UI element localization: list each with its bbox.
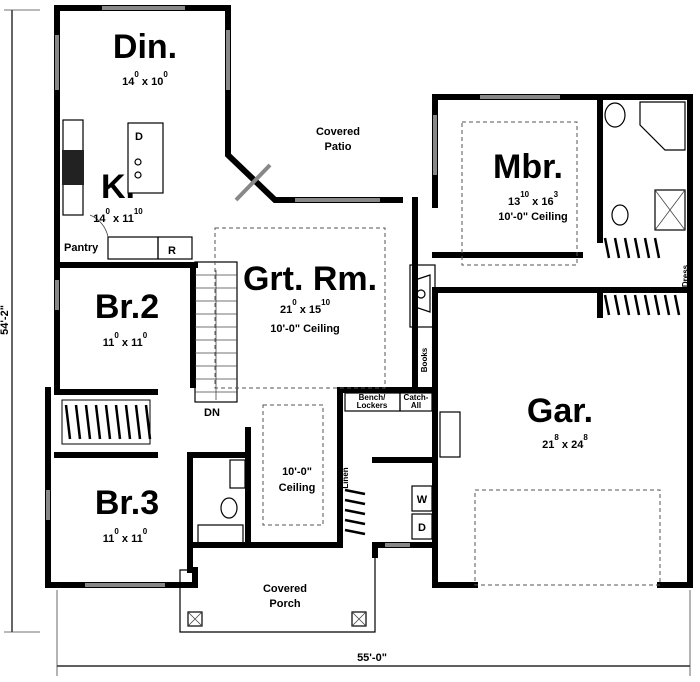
room-garage: Gar. 218 x 248 [527,392,593,451]
windows [46,6,560,587]
room-master-bedroom: Mbr. 1310 x 163 10'-0" Ceiling [493,148,568,223]
covered-patio: Covered Patio [316,126,360,153]
room-name: Grt. Rm. [243,260,377,298]
linen-label: Linen [341,467,350,488]
room-size: 1310 x 163 [508,190,559,208]
pantry-label: Pantry [64,242,99,254]
room-size: 218 x 248 [542,433,588,451]
washer-label: W [417,494,428,506]
room-dining: Din. 140 x 100 [113,28,177,88]
laundry [344,392,461,540]
dress-label: Dress [681,264,690,287]
stairs-down-label: DN [204,407,220,419]
dashed-ceilings [214,121,661,586]
room-size: 110 x 110 [103,527,148,545]
width-dimension: 55'-0" [357,652,387,664]
bench-label: Bench/ [359,393,386,402]
fireplace [409,264,436,328]
room-name: Din. [113,28,177,66]
room-name: K. [101,168,135,206]
catch-all-label: All [411,401,421,410]
room-size: 110 x 110 [103,331,148,349]
room-name: Gar. [527,392,593,430]
room-bedroom-2: Br.2 110 x 110 [95,288,159,349]
room-great-room: Grt. Rm. 210 x 1510 10'-0" Ceiling [243,260,377,335]
covered-porch: Covered Porch [263,583,307,610]
mudroom-labels: Bench/ Lockers Catch- All Books Linen W … [341,347,429,534]
room-name: Br.3 [95,484,159,522]
dryer-label: D [418,522,426,534]
room-name: Mbr. [493,148,563,186]
room-size: 140 x 100 [122,70,168,88]
dishwasher-label: D [135,131,143,143]
stairs [194,261,238,403]
bath-fixtures [197,101,686,544]
dimension-lines [4,9,691,676]
ceiling-label: 10'-0" Ceiling [498,211,568,223]
room-bedroom-3: Br.3 110 x 110 [95,484,159,545]
kitchen-fixtures [62,119,193,260]
room-name: Br.2 [95,288,159,326]
ceiling-label: Ceiling [279,482,316,494]
patio-label: Covered [316,126,360,138]
books-label: Books [420,347,429,372]
ceiling-label: 10'-0" [282,466,312,478]
room-size: 210 x 1510 [280,298,331,316]
ceiling-label: 10'-0" Ceiling [270,323,340,335]
patio-label: Patio [325,141,352,153]
room-kitchen: K. 140 x 1110 Pantry R D [64,131,176,257]
closet-rods [61,237,681,536]
foyer: 10'-0" Ceiling [279,466,316,494]
refrigerator-label: R [168,245,176,257]
bench-label: Lockers [357,401,388,410]
porch [179,163,376,633]
room-size: 140 x 1110 [93,207,143,225]
porch-label: Covered [263,583,307,595]
porch-label: Porch [269,598,300,610]
catch-all-label: Catch- [404,393,429,402]
depth-dimension: 54'-2" [0,305,11,335]
